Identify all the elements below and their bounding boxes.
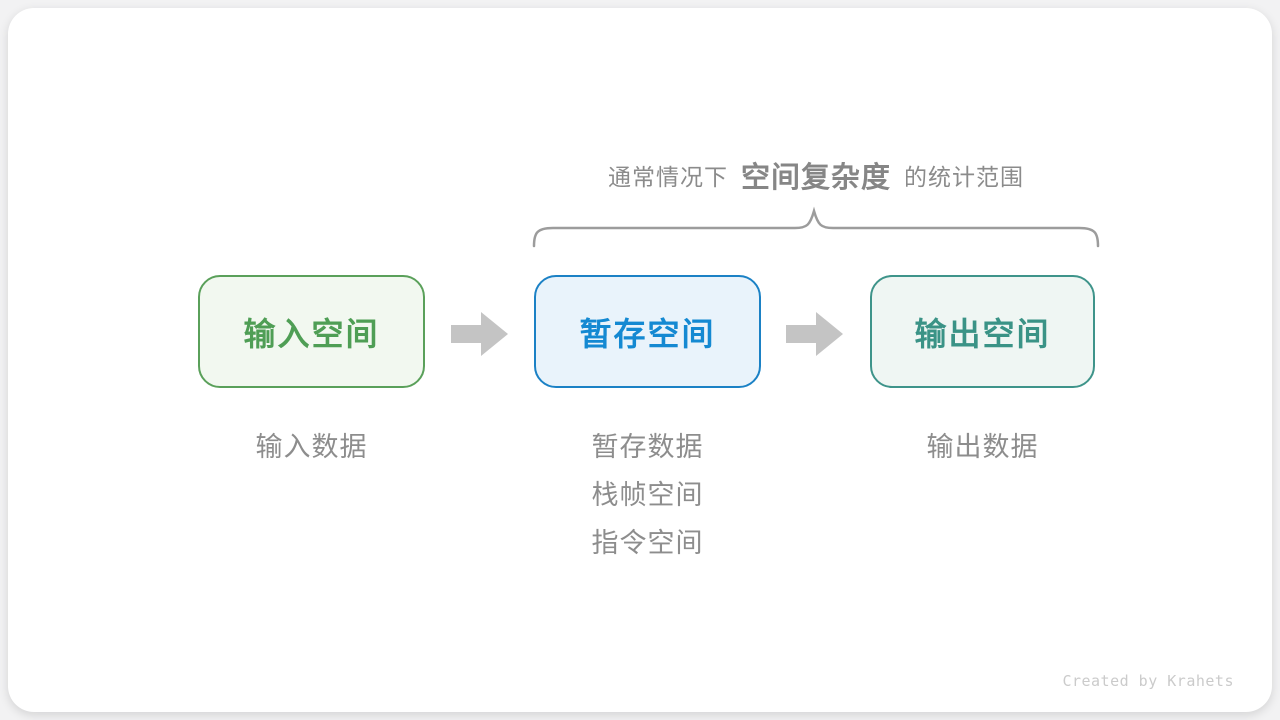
scope-caption: 通常情况下 空间复杂度 的统计范围 (508, 156, 1124, 194)
temp-space-notes: 暂存数据 栈帧空间 指令空间 (534, 423, 761, 567)
temp-space-label: 暂存空间 (579, 315, 716, 352)
note-item: 暂存数据 (591, 432, 704, 462)
right-arrow-icon (451, 309, 510, 359)
output-space-notes: 输出数据 (870, 423, 1095, 471)
input-space-notes: 输入数据 (198, 423, 425, 471)
right-arrow-icon (786, 309, 845, 359)
note-item: 输入数据 (255, 432, 368, 462)
note-item: 指令空间 (591, 528, 704, 558)
output-space-label: 输出空间 (914, 315, 1051, 352)
output-space-box: 输出空间 (870, 275, 1095, 388)
diagram-card: 通常情况下 空间复杂度 的统计范围 输入空间 暂存空间 输出空间 输入数据 暂存… (8, 8, 1272, 712)
note-item: 输出数据 (926, 432, 1039, 462)
caption-highlight: 空间复杂度 (740, 162, 891, 194)
credit-text: Created by Krahets (1062, 672, 1234, 690)
caption-suffix: 的统计范围 (904, 164, 1024, 190)
temp-space-box: 暂存空间 (534, 275, 761, 388)
caption-prefix: 通常情况下 (607, 164, 728, 190)
scope-brace-icon (528, 206, 1104, 254)
input-space-label: 输入空间 (243, 315, 380, 352)
input-space-box: 输入空间 (198, 275, 425, 388)
note-item: 栈帧空间 (591, 480, 704, 510)
